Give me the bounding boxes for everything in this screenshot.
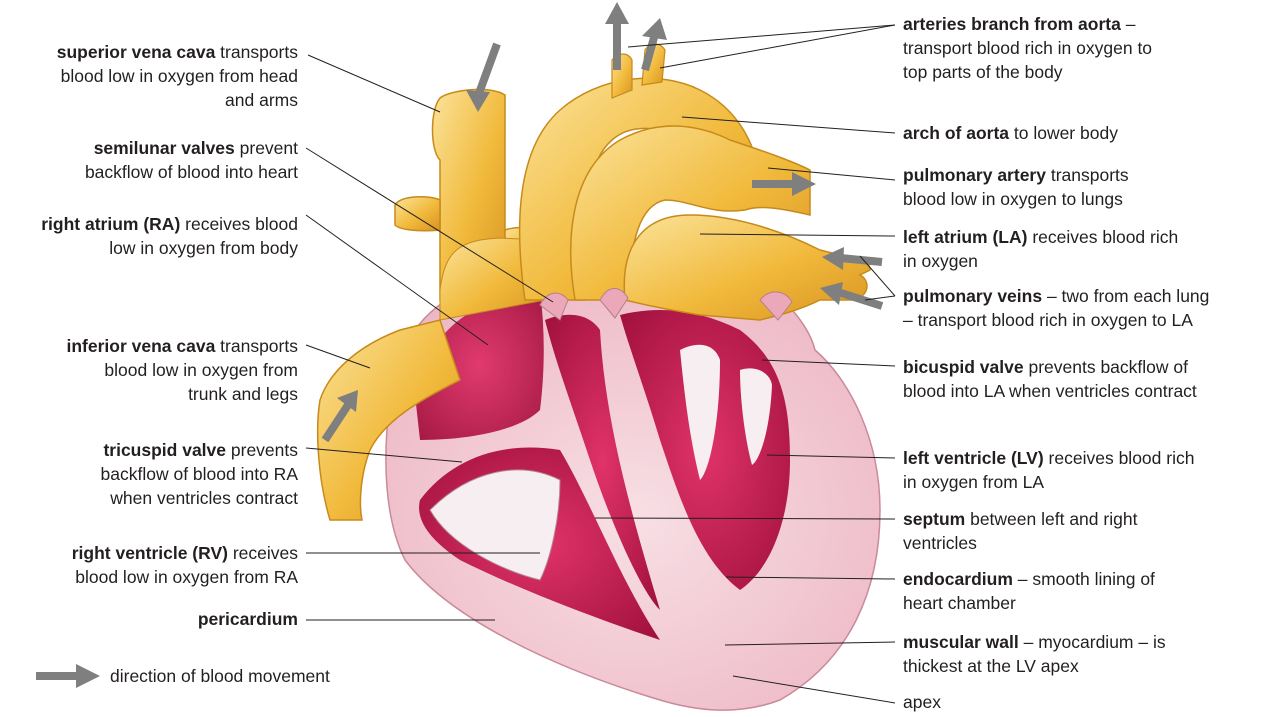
label-semilunar-valves: semilunar valves prevent backflow of blo… bbox=[85, 136, 298, 184]
label-apex: apex bbox=[903, 690, 941, 714]
legend-arrow-icon bbox=[36, 664, 100, 688]
label-arteries-aorta: arteries branch from aorta – transport b… bbox=[903, 12, 1152, 84]
label-right-atrium: right atrium (RA) receives blood low in … bbox=[41, 212, 298, 260]
label-septum: septum between left and right ventricles bbox=[903, 507, 1137, 555]
left-atrium bbox=[624, 215, 870, 320]
svc-branch bbox=[395, 197, 440, 231]
label-tricuspid-valve: tricuspid valve prevents backflow of blo… bbox=[101, 438, 298, 510]
legend-text: direction of blood movement bbox=[110, 664, 330, 688]
label-arch-of-aorta: arch of aorta to lower body bbox=[903, 121, 1118, 145]
label-endocardium: endocardium – smooth lining of heart cha… bbox=[903, 567, 1155, 615]
label-muscular-wall: muscular wall – myocardium – is thickest… bbox=[903, 630, 1166, 678]
label-superior-vena-cava: superior vena cava transports blood low … bbox=[57, 40, 298, 112]
label-pericardium: pericardium bbox=[198, 607, 298, 631]
label-pulmonary-veins: pulmonary veins – two from each lung – t… bbox=[903, 284, 1209, 332]
label-left-atrium: left atrium (LA) receives blood rich in … bbox=[903, 225, 1178, 273]
label-bicuspid-valve: bicuspid valve prevents backflow of bloo… bbox=[903, 355, 1197, 403]
label-inferior-vena-cava: inferior vena cava transports blood low … bbox=[66, 334, 298, 406]
label-right-ventricle: right ventricle (RV) receives blood low … bbox=[72, 541, 298, 589]
label-left-ventricle: left ventricle (LV) receives blood rich … bbox=[903, 446, 1194, 494]
label-pulmonary-artery: pulmonary artery transports blood low in… bbox=[903, 163, 1129, 211]
